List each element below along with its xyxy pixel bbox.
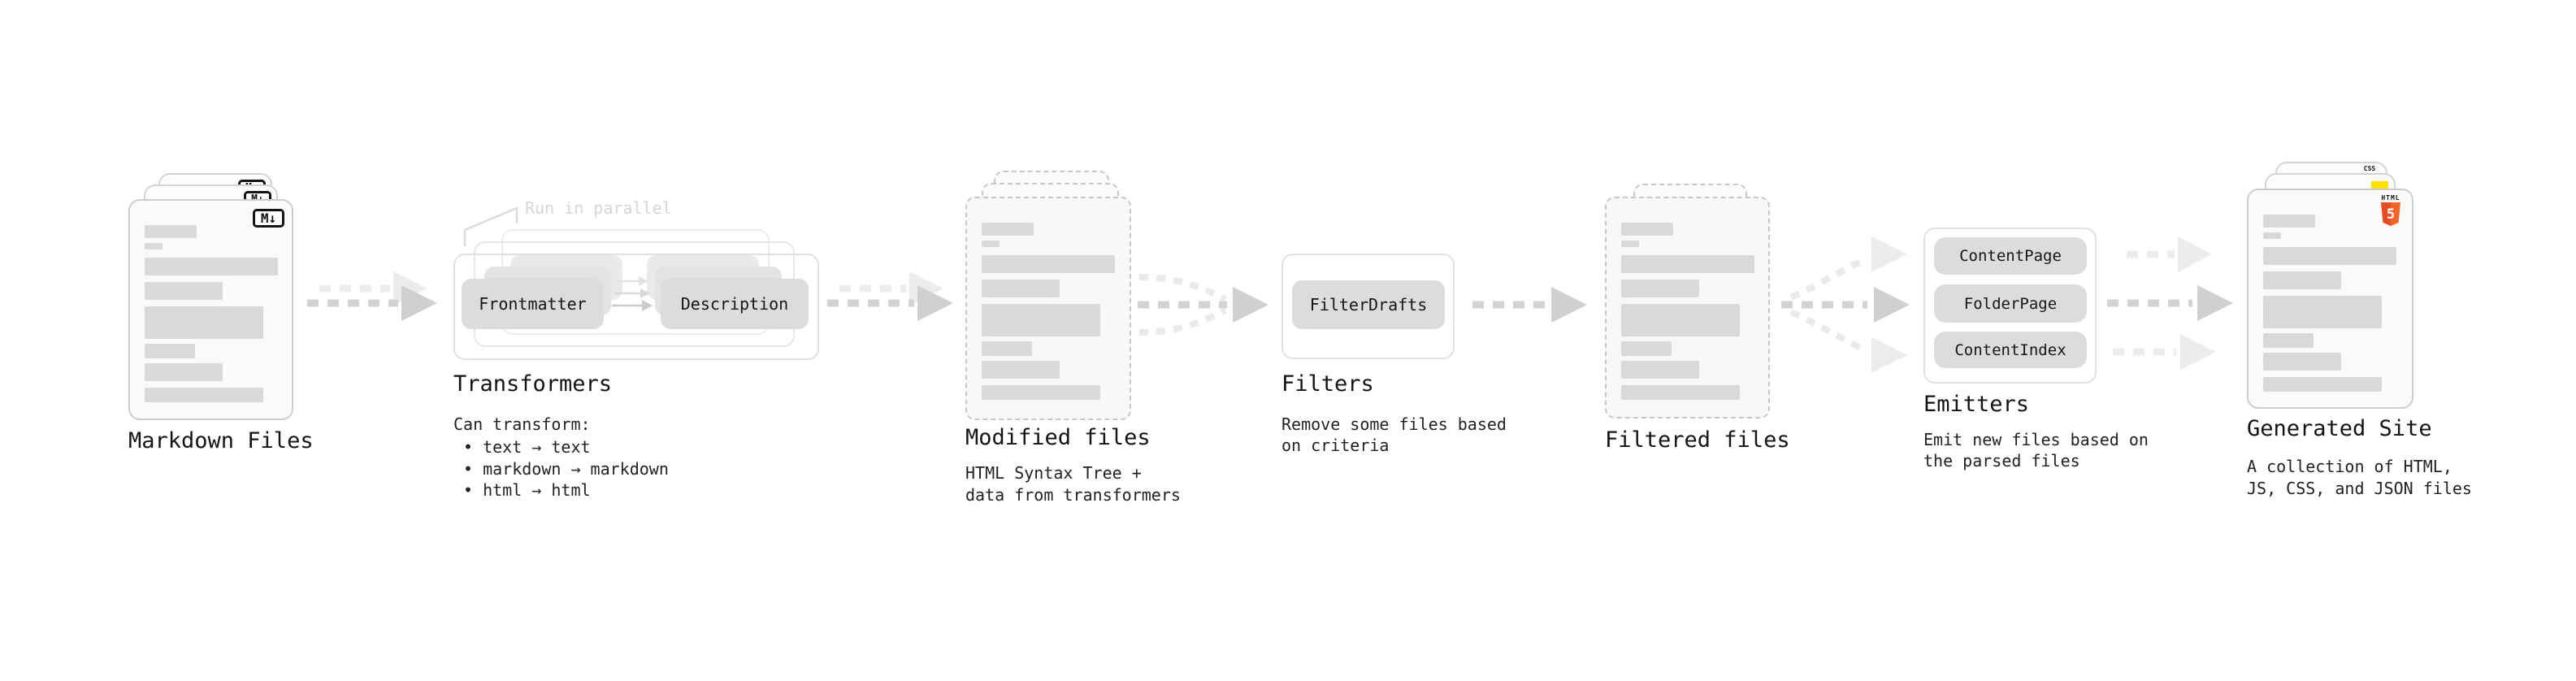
skeleton-line	[145, 363, 223, 381]
skeleton-line	[982, 255, 1115, 273]
skeleton-line	[145, 258, 278, 275]
filterdrafts-chip: FilterDrafts	[1292, 280, 1445, 329]
skeleton-line	[2263, 377, 2382, 392]
arrowhead	[1551, 287, 1587, 323]
contentpage-chip: ContentPage	[1934, 237, 2087, 275]
filters-desc: on criteria	[1281, 436, 1390, 455]
filtered-files-label: Filtered files	[1605, 427, 1790, 453]
skeleton-line	[1621, 223, 1673, 236]
skeleton-line	[2263, 247, 2396, 265]
arrowhead-thin	[642, 300, 653, 311]
transformers-bullet: • text → text	[463, 437, 591, 457]
transformers-bullet: • html → html	[463, 480, 591, 500]
skeleton-line	[1621, 385, 1740, 400]
skeleton-line	[2263, 232, 2281, 239]
emitters-desc: Emit new files based on	[1923, 430, 2149, 449]
modified-files-desc: data from transformers	[965, 485, 1181, 505]
skeleton-line	[982, 341, 1032, 356]
filtered-file-front	[1605, 197, 1770, 419]
html5-icon: HTML 5	[2380, 194, 2401, 226]
arrowhead	[2197, 285, 2233, 321]
skeleton-line	[145, 388, 263, 402]
skeleton-line	[982, 361, 1060, 379]
css-icon-text: CSS	[2363, 165, 2376, 172]
generated-site-label: Generated Site	[2247, 416, 2432, 441]
arrowhead-light	[2178, 236, 2212, 272]
document-skeleton	[2263, 215, 2396, 392]
transformers-label: Transformers	[453, 371, 613, 397]
run-in-parallel-connector	[463, 206, 518, 246]
arrowhead-light	[1871, 236, 1907, 272]
emitters-label: Emitters	[1923, 392, 2030, 417]
skeleton-line	[982, 223, 1034, 236]
document-skeleton	[982, 223, 1115, 400]
arrowhead-thin	[640, 288, 650, 298]
description-chip: Description	[661, 279, 809, 329]
html5-icon-text: HTML	[2381, 194, 2400, 202]
arrowhead	[917, 285, 953, 321]
document-skeleton	[145, 225, 278, 402]
arrowhead	[401, 285, 437, 321]
skeleton-line	[982, 241, 1000, 247]
emitters-desc: the parsed files	[1923, 451, 2080, 471]
markdown-files-label: Markdown Files	[128, 428, 314, 453]
document-skeleton	[1621, 223, 1754, 400]
skeleton-line	[1621, 304, 1740, 336]
skeleton-line	[1621, 241, 1639, 247]
transformers-desc-title: Can transform:	[453, 414, 591, 434]
skeleton-line	[2263, 333, 2314, 348]
skeleton-line	[1621, 341, 1672, 356]
generated-site-desc: A collection of HTML,	[2247, 457, 2452, 476]
skeleton-line	[145, 306, 263, 339]
html5-icon-shield: 5	[2381, 202, 2400, 226]
skeleton-line	[1621, 280, 1699, 297]
transformer-layer-front	[453, 254, 819, 360]
transformers-bullet: • markdown → markdown	[463, 459, 669, 479]
arrowhead	[1233, 287, 1268, 323]
html5-icon-number: 5	[2386, 206, 2396, 223]
skeleton-line	[2263, 215, 2315, 228]
skeleton-line	[2263, 353, 2341, 371]
folderpage-chip: FolderPage	[1934, 284, 2087, 323]
generated-site-desc: JS, CSS, and JSON files	[2247, 479, 2472, 498]
skeleton-line	[1621, 255, 1754, 273]
arrow-converge-bottom	[1138, 307, 1227, 336]
arrow-diverge-bottom	[1789, 309, 1867, 354]
generated-file-html: HTML 5	[2247, 189, 2413, 409]
skeleton-line	[1621, 361, 1699, 379]
modified-files-label: Modified files	[965, 425, 1151, 450]
skeleton-line	[982, 280, 1060, 297]
arrowhead-thin	[639, 276, 648, 286]
arrowhead	[1874, 287, 1910, 323]
contentindex-chip: ContentIndex	[1934, 332, 2087, 368]
skeleton-line	[2263, 271, 2341, 289]
arrow-converge-top	[1138, 274, 1227, 302]
filters-desc: Remove some files based	[1281, 414, 1507, 434]
filters-label: Filters	[1281, 371, 1374, 397]
arrowhead-light	[1871, 337, 1907, 373]
skeleton-line	[145, 282, 223, 300]
markdown-file-front: M↓	[128, 199, 293, 420]
skeleton-line	[145, 344, 195, 358]
skeleton-line	[982, 304, 1100, 336]
run-in-parallel-note: Run in parallel	[525, 198, 672, 218]
markdown-icon-glyph: M↓	[260, 210, 277, 226]
markdown-icon: M↓	[253, 209, 284, 228]
skeleton-line	[2263, 296, 2382, 328]
frontmatter-chip: Frontmatter	[462, 279, 604, 329]
arrowhead-light	[2180, 334, 2216, 370]
skeleton-line	[145, 225, 197, 238]
skeleton-line	[982, 385, 1100, 400]
modified-files-desc: HTML Syntax Tree +	[965, 463, 1142, 483]
arrow-diverge-top	[1789, 256, 1867, 301]
modified-file-front	[965, 197, 1131, 420]
skeleton-line	[145, 243, 163, 249]
